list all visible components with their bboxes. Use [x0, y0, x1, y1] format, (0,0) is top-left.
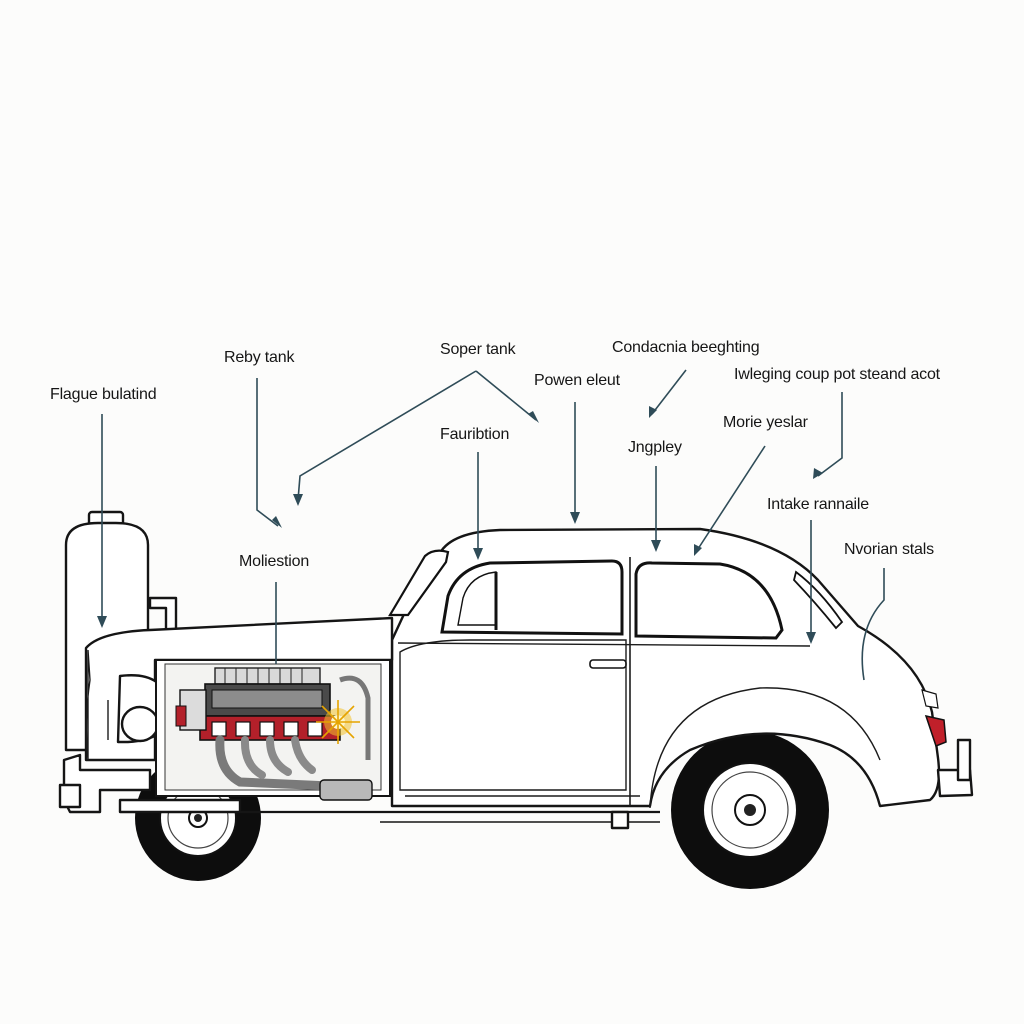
label-nvorian-stals: Nvorian stals — [844, 541, 934, 558]
front-chassis — [58, 753, 660, 830]
label-morie-yeslar: Morie yeslar — [723, 414, 808, 431]
label-moliestion: Moliestion — [239, 553, 310, 570]
rear-wheel — [671, 731, 829, 889]
label-condacnia-beeghting: Condacnia beeghting — [612, 339, 760, 356]
label-flague-bulatind: Flague bulatind — [50, 386, 157, 403]
label-fauribtion: Fauribtion — [440, 426, 510, 443]
leader-lines — [101, 369, 885, 681]
engine-block — [175, 667, 341, 741]
label-powen-eleut: Powen eleut — [534, 372, 620, 389]
label-iwleging-coup: Iwleging coup pot steand acot — [734, 366, 940, 383]
car-body — [388, 527, 974, 809]
label-reby-tank: Reby tank — [224, 349, 295, 366]
label-intake-rannaile: Intake rannaile — [767, 496, 869, 513]
label-jngpley: Jngpley — [628, 439, 682, 456]
exhaust-manifold — [215, 675, 373, 801]
spark-icon — [316, 700, 360, 744]
label-soper-tank: Soper tank — [440, 341, 516, 358]
arrowheads — [97, 406, 823, 644]
